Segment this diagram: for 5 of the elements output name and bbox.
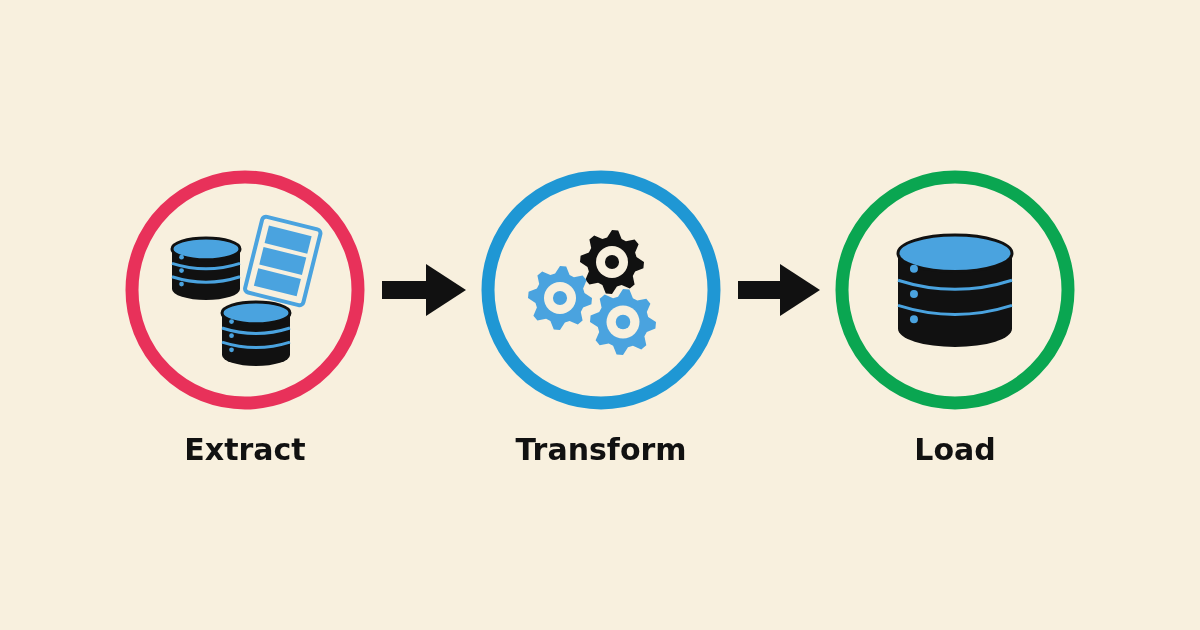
arrow [738, 264, 820, 316]
arrow [382, 264, 466, 316]
stage-label: Transform [515, 432, 687, 467]
stage-label: Load [914, 432, 996, 467]
stage-label: Extract [184, 432, 306, 467]
